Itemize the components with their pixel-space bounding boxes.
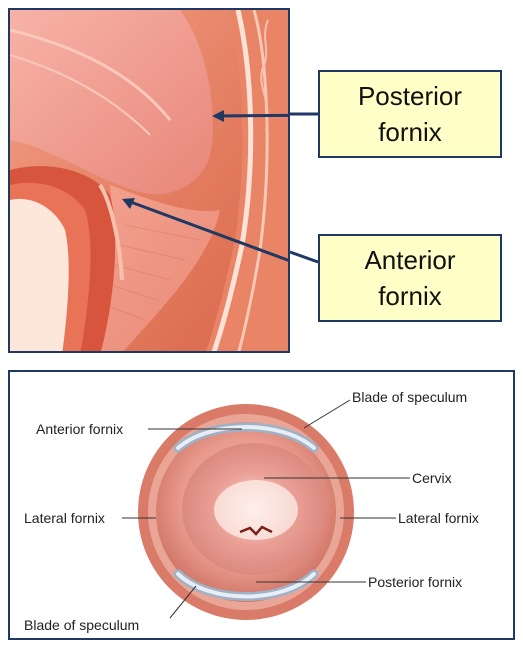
posterior-callout-line1: Posterior (357, 81, 463, 111)
anterior-fornix-callout: Anterior fornix (318, 234, 502, 322)
posterior-wall-outline (237, 10, 269, 351)
speculum-blade-bottom-shine (176, 572, 316, 599)
anterior-fornix-arrow (127, 199, 288, 262)
label-blade-bottom: Blade of speculum (24, 617, 139, 633)
posterior-fornix-arrowhead (212, 110, 224, 122)
rectal-fold (260, 19, 269, 131)
anterior-callout-line1: Anterior (364, 245, 456, 275)
blade-bottom-leader (169, 585, 197, 619)
speculum-blade-top-shine (176, 425, 316, 450)
external-os (239, 525, 273, 536)
blade-top-leader (303, 399, 351, 429)
sagittal-illustration (10, 10, 288, 351)
bladder-lumen (10, 198, 69, 351)
cervix-fold-highlight-2 (10, 54, 151, 136)
label-anterior-fornix: Anterior fornix (36, 421, 123, 437)
cervix-highlight (214, 480, 298, 540)
posterior-callout-line2: fornix (378, 117, 442, 147)
anterior-wall-mucosa (98, 183, 124, 281)
anterior-fornix-arrowhead (122, 198, 135, 209)
label-blade-top: Blade of speculum (352, 389, 467, 405)
label-cervix: Cervix (412, 470, 452, 486)
vaginal-rugae (104, 224, 201, 321)
anterior-arrow-tail (289, 250, 319, 264)
label-lateral-fornix-left: Lateral fornix (24, 510, 105, 526)
posterior-wall-mucosa (211, 10, 254, 351)
anterior-callout-line2: fornix (378, 281, 442, 311)
label-posterior-fornix: Posterior fornix (368, 574, 462, 590)
posterior-fornix-callout: Posterior fornix (318, 70, 502, 158)
sagittal-illustration-panel (8, 8, 290, 353)
speculum-view-panel: Blade of speculum Anterior fornix Cervix… (8, 370, 515, 640)
callout-arrow-overlay (289, 112, 319, 264)
label-lateral-fornix-right: Lateral fornix (398, 510, 479, 526)
cervix-fold-highlight (10, 28, 172, 121)
speculum-view-diagram: Blade of speculum Anterior fornix Cervix… (24, 389, 479, 633)
posterior-fornix-arrow (217, 113, 288, 118)
